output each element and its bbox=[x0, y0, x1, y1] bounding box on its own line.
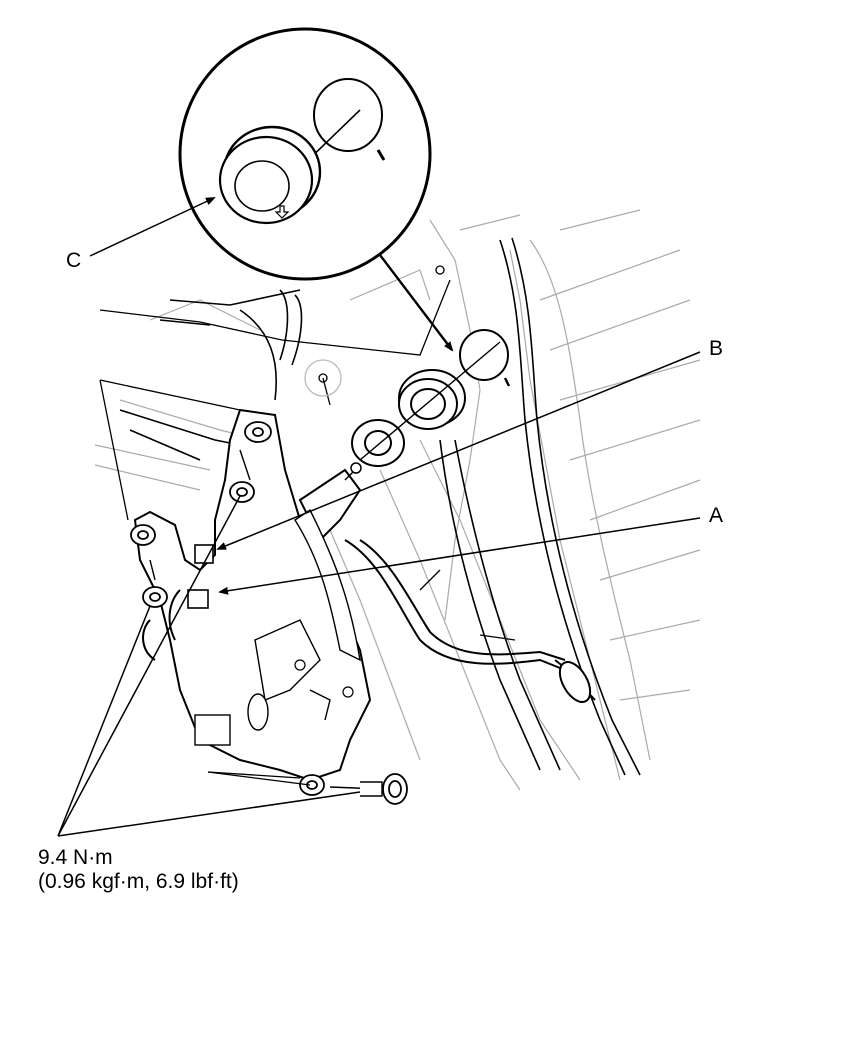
leader-b bbox=[216, 351, 701, 550]
torque-metric: 9.4 N·m bbox=[38, 846, 113, 869]
leader-detail-to-grommet bbox=[379, 254, 454, 352]
torque-conversions: (0.96 kgf·m, 6.9 lbf·ft) bbox=[38, 870, 239, 893]
torque-spec: 9.4 N·m (0.96 kgf·m, 6.9 lbf·ft) bbox=[38, 846, 239, 894]
bolt-upper bbox=[229, 421, 272, 503]
body-panel bbox=[94, 209, 701, 791]
bolt-left bbox=[130, 524, 168, 608]
leader-c bbox=[89, 197, 216, 257]
callout-c: C bbox=[66, 249, 82, 272]
leader-lines bbox=[57, 197, 701, 837]
mounting-bracket bbox=[133, 408, 372, 782]
hole-leader bbox=[99, 265, 451, 406]
bolt-lower bbox=[299, 773, 408, 805]
leader-torque-2 bbox=[57, 605, 151, 837]
leader-torque-1 bbox=[57, 495, 241, 837]
detail-zoom bbox=[178, 27, 432, 281]
leader-a bbox=[218, 517, 701, 595]
callout-b: B bbox=[709, 337, 724, 360]
callout-a: A bbox=[709, 504, 724, 527]
actuator-motor bbox=[294, 462, 362, 662]
grommet-assembly bbox=[351, 329, 511, 467]
leader-torque-3 bbox=[57, 791, 361, 837]
